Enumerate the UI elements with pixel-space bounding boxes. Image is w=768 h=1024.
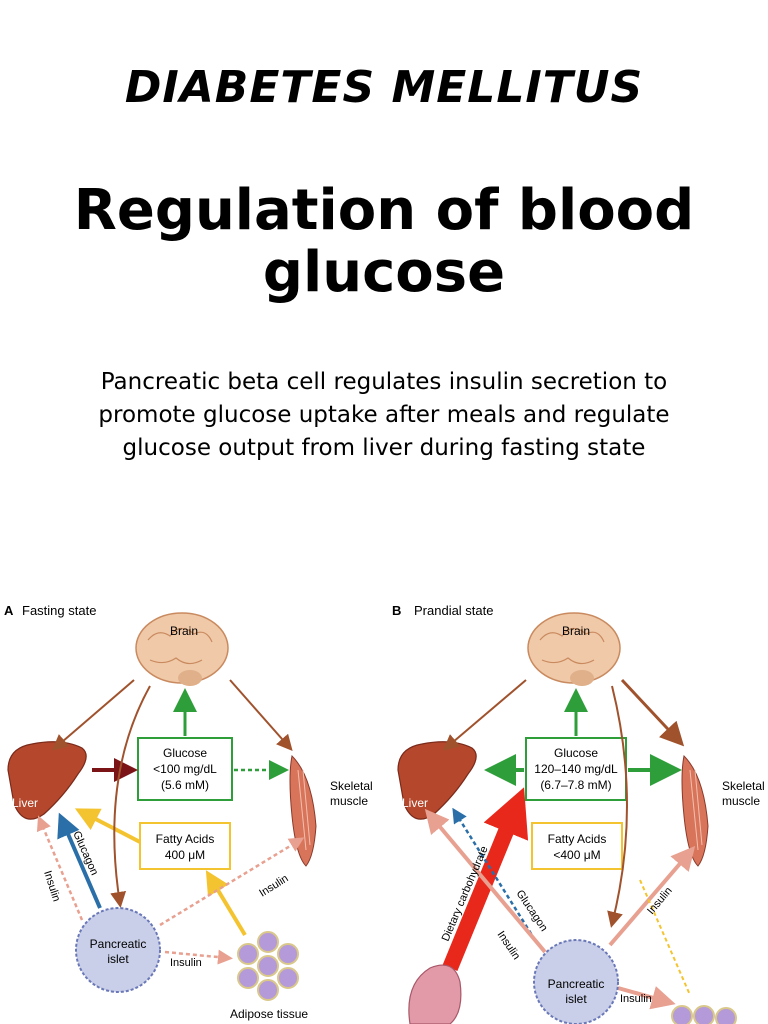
muscle-label-1: Skeletal (330, 779, 373, 793)
label-glucagon: Glucagon (514, 888, 550, 934)
panel-b-caption: Prandial state (414, 603, 494, 618)
arrow-brain-islet (607, 685, 628, 928)
muscle-label-2: muscle (722, 794, 760, 808)
muscle-icon (681, 754, 709, 867)
brain-icon (527, 612, 621, 686)
panel-a-letter: A (4, 603, 14, 618)
glucose-box (137, 737, 233, 801)
glucose-label-3: (5.6 mM) (161, 778, 209, 792)
glucose-label-2: 120–140 mg/dL (534, 762, 618, 776)
brain-label: Brain (562, 624, 590, 638)
slide-description: Pancreatic beta cell regulates insulin s… (98, 369, 670, 461)
label-insulin-liver: Insulin (41, 869, 62, 903)
arrow-glucagon-liver (57, 812, 102, 909)
arrow-insulin-adipose (164, 949, 233, 965)
glucose-label-2: <100 mg/dL (153, 762, 217, 776)
muscle-label-1: Skeletal (722, 779, 765, 793)
islet-icon (75, 907, 161, 993)
arrow-brain-liver (442, 679, 527, 751)
arrow-insulin-muscle (159, 837, 305, 927)
islet-label-2: islet (565, 992, 587, 1006)
glucose-label-1: Glucose (163, 746, 207, 760)
fatty-label-2: 400 μM (165, 848, 205, 862)
brain-icon (135, 612, 229, 686)
stomach-icon (408, 964, 462, 1024)
arrow-insulin-liver (424, 808, 547, 954)
liver-label: Liver (12, 796, 38, 810)
fatty-label-1: Fatty Acids (156, 832, 215, 846)
slide-subtitle: Regulation of blood glucose (73, 178, 695, 305)
arrow-adipose-fatty (205, 870, 247, 937)
arrow-brain-islet (110, 685, 151, 908)
glucose-label-1: Glucose (554, 746, 598, 760)
panel-b-letter: B (392, 603, 401, 618)
islet-label-2: islet (107, 952, 129, 966)
adipose-label: Adipose tissue (230, 1007, 308, 1021)
arrow-brain-liver (51, 679, 135, 751)
islet-icon (533, 939, 619, 1024)
label-insulin-muscle: Insulin (257, 873, 290, 900)
adipose-icon (671, 1005, 737, 1024)
arrow-dietary-glucose (442, 787, 529, 972)
arrow-brain-muscle (229, 679, 293, 751)
panel-a-caption: Fasting state (22, 603, 96, 618)
islet-label-1: Pancreatic (90, 937, 147, 951)
label-insulin-liver: Insulin (495, 929, 523, 962)
slide-title: DIABETES MELLITUS (124, 62, 644, 113)
glucose-label-3: (6.7–7.8 mM) (540, 778, 611, 792)
liver-icon (7, 741, 87, 820)
fatty-label-2: <400 μM (553, 848, 600, 862)
fatty-acids-box (139, 822, 231, 870)
arrow-insulin-adipose (617, 986, 676, 1010)
islet-label-1: Pancreatic (548, 977, 605, 991)
arrow-brain-muscle (620, 678, 685, 747)
arrow-fatty-liver (74, 808, 141, 844)
panel-prandial: B Prandial state Brain Liver Skeletal mu… (392, 603, 765, 1024)
glucose-regulation-diagram: A Fasting state Brain Liver Skeletal mus… (4, 603, 765, 1024)
brain-label: Brain (170, 624, 198, 638)
glucose-box (525, 737, 627, 801)
fatty-acids-box (531, 822, 623, 870)
label-insulin-adipose: Insulin (620, 993, 652, 1005)
muscle-icon (289, 754, 317, 867)
liver-label: Liver (402, 796, 428, 810)
arrow-insulin-muscle (608, 845, 696, 947)
panel-fasting: A Fasting state Brain Liver Skeletal mus… (4, 603, 373, 1021)
muscle-label-2: muscle (330, 794, 368, 808)
fatty-label-1: Fatty Acids (548, 832, 607, 846)
label-insulin-adipose: Insulin (170, 957, 202, 969)
adipose-icon (237, 931, 299, 1001)
